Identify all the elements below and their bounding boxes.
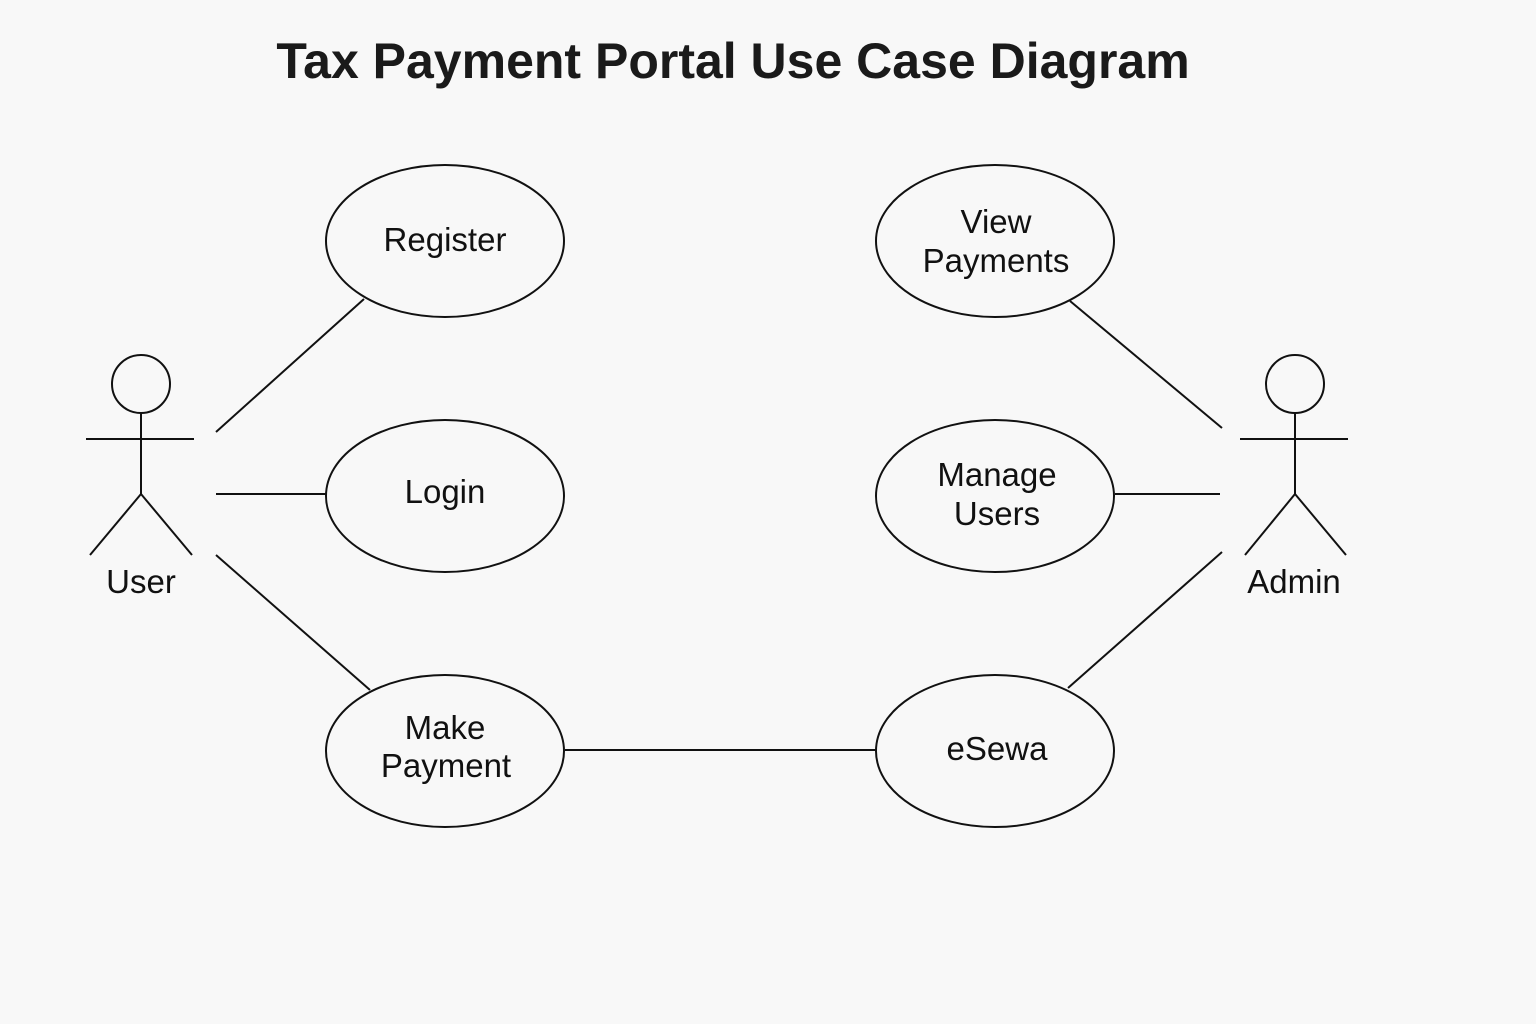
use-case-manage-users-label-line-1: Manage — [937, 456, 1056, 493]
actor-admin-left-leg — [1244, 493, 1296, 556]
use-case-login: Login — [325, 419, 565, 573]
association-admin-esewa — [1067, 551, 1223, 689]
use-case-esewa-ellipse — [875, 674, 1115, 828]
use-case-make-payment-label-line-2: Payment — [381, 747, 511, 784]
associations — [215, 298, 1223, 751]
actor-user-label: User — [106, 563, 176, 600]
diagram-title: Tax Payment Portal Use Case Diagram — [276, 33, 1190, 89]
use-case-esewa-label: eSewa — [947, 730, 1049, 767]
association-user-register — [215, 298, 365, 433]
use-case-login-label: Login — [405, 473, 486, 510]
use-case-esewa: eSewa — [875, 674, 1115, 828]
use-case-register-ellipse — [325, 164, 565, 318]
use-case-make-payment: Make Payment — [325, 674, 565, 828]
use-case-make-payment-ellipse — [325, 674, 565, 828]
actor-user: User — [86, 354, 194, 600]
actor-admin-label: Admin — [1247, 563, 1341, 600]
actor-user-left-leg — [89, 493, 142, 556]
actor-admin-head — [1265, 354, 1325, 414]
use-case-manage-users-label-line-2: Users — [954, 495, 1040, 532]
association-admin-view-payments — [1069, 300, 1223, 429]
actor-admin-right-leg — [1294, 493, 1347, 556]
use-case-view-payments-label-line-1: View — [961, 203, 1032, 240]
association-user-make-payment — [215, 554, 371, 691]
actor-admin: Admin — [1240, 354, 1348, 600]
use-case-login-ellipse — [325, 419, 565, 573]
use-case-view-payments: View Payments — [875, 164, 1115, 318]
actor-user-head — [111, 354, 171, 414]
actor-user-right-leg — [140, 493, 193, 556]
use-case-register: Register — [325, 164, 565, 318]
use-case-manage-users-ellipse — [875, 419, 1115, 573]
use-case-view-payments-ellipse — [875, 164, 1115, 318]
use-case-make-payment-label-line-1: Make — [405, 709, 486, 746]
use-case-manage-users: Manage Users — [875, 419, 1115, 573]
use-case-view-payments-label-line-2: Payments — [923, 242, 1070, 279]
use-case-register-label: Register — [384, 221, 507, 258]
